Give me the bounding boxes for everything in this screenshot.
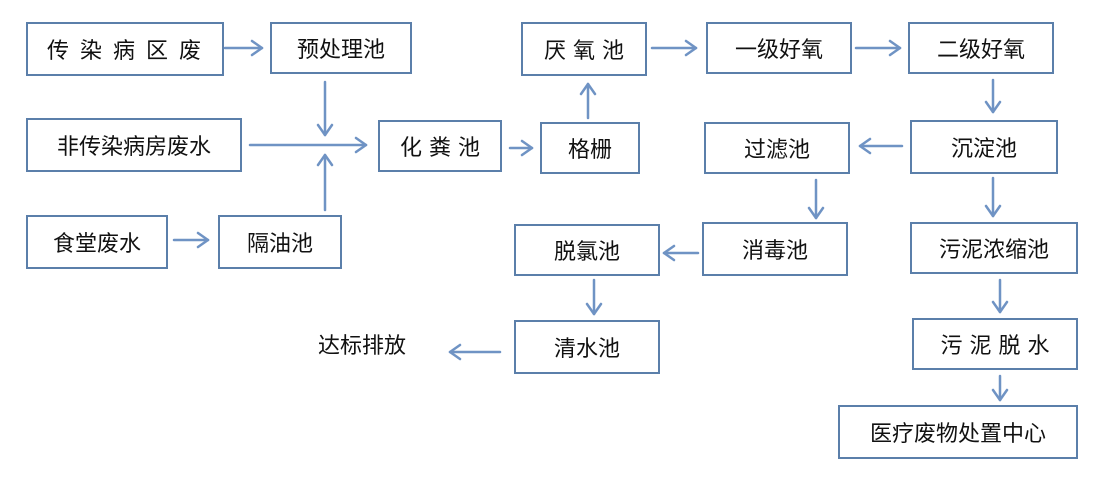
- node-sludge-thickener: 污泥浓缩池: [910, 222, 1078, 274]
- node-sludge-dewatering: 污 泥 脱 水: [912, 318, 1078, 370]
- node-dechlorination-tank: 脱氯池: [514, 224, 660, 276]
- label-discharge: 达标排放: [318, 334, 407, 359]
- node-secondary-aerobic: 二级好氧: [908, 22, 1054, 74]
- arrow-disinfection-to-dechlorination: [662, 244, 700, 262]
- arrow-anaerobic-to-primary: [650, 39, 698, 57]
- arrow-dewatering-to-medical-center: [991, 374, 1009, 402]
- arrow-pretreatment-to-junction: [316, 80, 334, 137]
- arrow-non-infectious-to-septic: [248, 136, 368, 154]
- node-non-infectious-wastewater: 非传染病房废水: [26, 118, 242, 172]
- node-anaerobic-tank: 厌 氧 池: [521, 22, 647, 76]
- node-pretreatment-tank: 预处理池: [270, 22, 412, 74]
- node-grease-trap: 隔油池: [218, 215, 342, 269]
- node-septic-tank: 化 粪 池: [378, 120, 502, 172]
- arrow-canteen-to-grease-trap: [172, 231, 210, 249]
- arrow-sedimentation-to-sludge-thickener: [984, 176, 1002, 218]
- node-medical-waste-center: 医疗废物处置中心: [838, 405, 1078, 459]
- arrow-sedimentation-to-filter: [858, 137, 904, 155]
- node-canteen-wastewater: 食堂废水: [26, 215, 168, 269]
- arrow-filter-to-disinfection: [807, 178, 825, 220]
- arrow-secondary-to-sedimentation: [984, 78, 1002, 114]
- arrow-thickener-to-dewatering: [991, 278, 1009, 314]
- node-infectious-ward-waste: 传 染 病 区 废: [26, 22, 224, 76]
- arrow-primary-to-secondary: [854, 39, 902, 57]
- arrow-grille-to-anaerobic: [579, 82, 597, 120]
- node-filter-tank: 过滤池: [704, 122, 850, 174]
- arrow-dechlorination-to-clear-water: [585, 278, 603, 316]
- node-sedimentation-tank: 沉淀池: [910, 120, 1058, 174]
- arrow-septic-to-grille: [508, 139, 534, 157]
- node-clear-water-tank: 清水池: [514, 320, 660, 374]
- node-grille: 格栅: [540, 122, 640, 174]
- arrow-clear-water-to-discharge: [448, 343, 502, 361]
- node-disinfection-tank: 消毒池: [702, 222, 848, 276]
- node-primary-aerobic: 一级好氧: [706, 22, 852, 74]
- arrow-grease-trap-to-junction: [316, 153, 334, 212]
- arrow-infectious-to-pretreatment: [223, 39, 264, 57]
